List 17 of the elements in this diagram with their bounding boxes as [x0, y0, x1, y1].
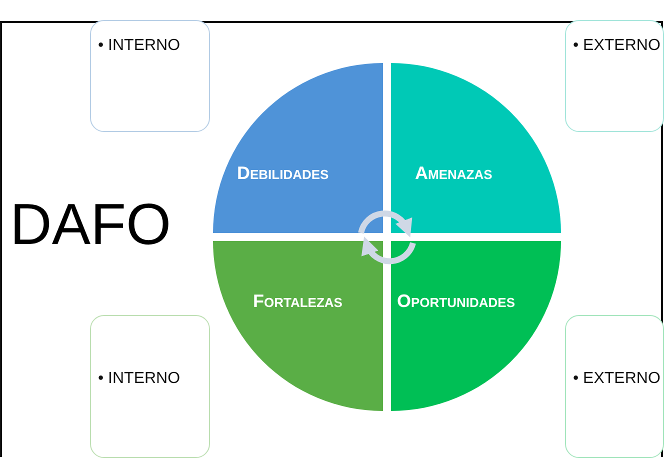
quadrant-label: Debilidades — [237, 163, 329, 184]
curved-arrow — [362, 236, 416, 264]
text-box — [90, 20, 210, 132]
text-box — [565, 315, 664, 458]
text-box — [565, 20, 664, 132]
text-box — [90, 315, 210, 458]
box-label: • EXTERNO — [573, 370, 660, 388]
quadrant-segment — [213, 63, 383, 233]
quadrant-label: Oportunidades — [397, 291, 516, 312]
diagram-title: DAFO — [10, 196, 172, 254]
quadrant-label: Amenazas — [415, 163, 492, 184]
curved-arrow — [358, 210, 412, 238]
box-label: • INTERNO — [98, 370, 180, 388]
box-label: • INTERNO — [98, 37, 180, 55]
quadrant-segment — [213, 241, 383, 411]
quadrant-label: Fortalezas — [253, 291, 342, 312]
box-label: • EXTERNO — [573, 37, 660, 55]
